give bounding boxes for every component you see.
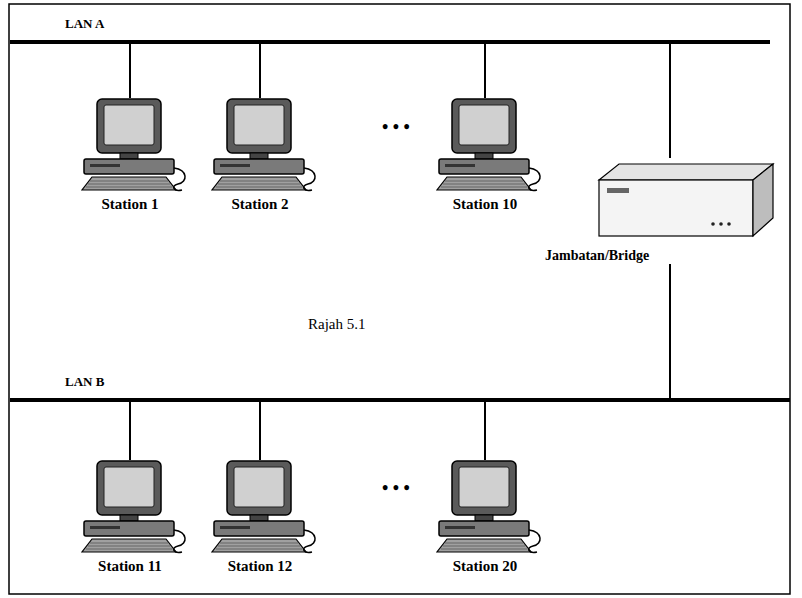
station-label: Station 20 xyxy=(411,558,559,575)
network-cable xyxy=(129,400,131,460)
station-label: Station 10 xyxy=(411,196,559,213)
computer-icon xyxy=(70,460,190,555)
station-computer: Station 1 xyxy=(56,98,204,213)
bridge-icon xyxy=(595,158,777,240)
figure-caption: Rajah 5.1 xyxy=(308,316,366,333)
station-computer: Station 2 xyxy=(186,98,334,213)
computer-icon xyxy=(425,98,545,193)
station-label: Station 12 xyxy=(186,558,334,575)
station-label: Station 1 xyxy=(56,196,204,213)
network-label: LAN A xyxy=(10,14,770,32)
network-cable xyxy=(259,42,261,98)
network-cable xyxy=(484,400,486,460)
ellipsis-dots: • • • xyxy=(382,117,410,138)
station-computer: Station 20 xyxy=(411,460,559,575)
border-frame xyxy=(9,4,790,594)
lan-bus: LAN B xyxy=(10,372,790,402)
computer-icon xyxy=(200,460,320,555)
ellipsis-dots: • • • xyxy=(382,478,410,499)
network-cable xyxy=(669,42,671,158)
station-computer: Station 10 xyxy=(411,98,559,213)
network-cable xyxy=(669,264,671,400)
station-computer: Station 12 xyxy=(186,460,334,575)
station-label: Station 11 xyxy=(56,558,204,575)
lan-bus: LAN A xyxy=(10,14,770,44)
computer-icon xyxy=(70,98,190,193)
network-cable xyxy=(259,400,261,460)
station-label: Station 2 xyxy=(186,196,334,213)
network-cable xyxy=(129,42,131,98)
bridge-device: Jambatan/Bridge xyxy=(545,158,777,264)
computer-icon xyxy=(200,98,320,193)
computer-icon xyxy=(425,460,545,555)
network-cable xyxy=(484,42,486,98)
station-computer: Station 11 xyxy=(56,460,204,575)
device-label: Jambatan/Bridge xyxy=(545,248,649,264)
network-label: LAN B xyxy=(10,372,790,390)
